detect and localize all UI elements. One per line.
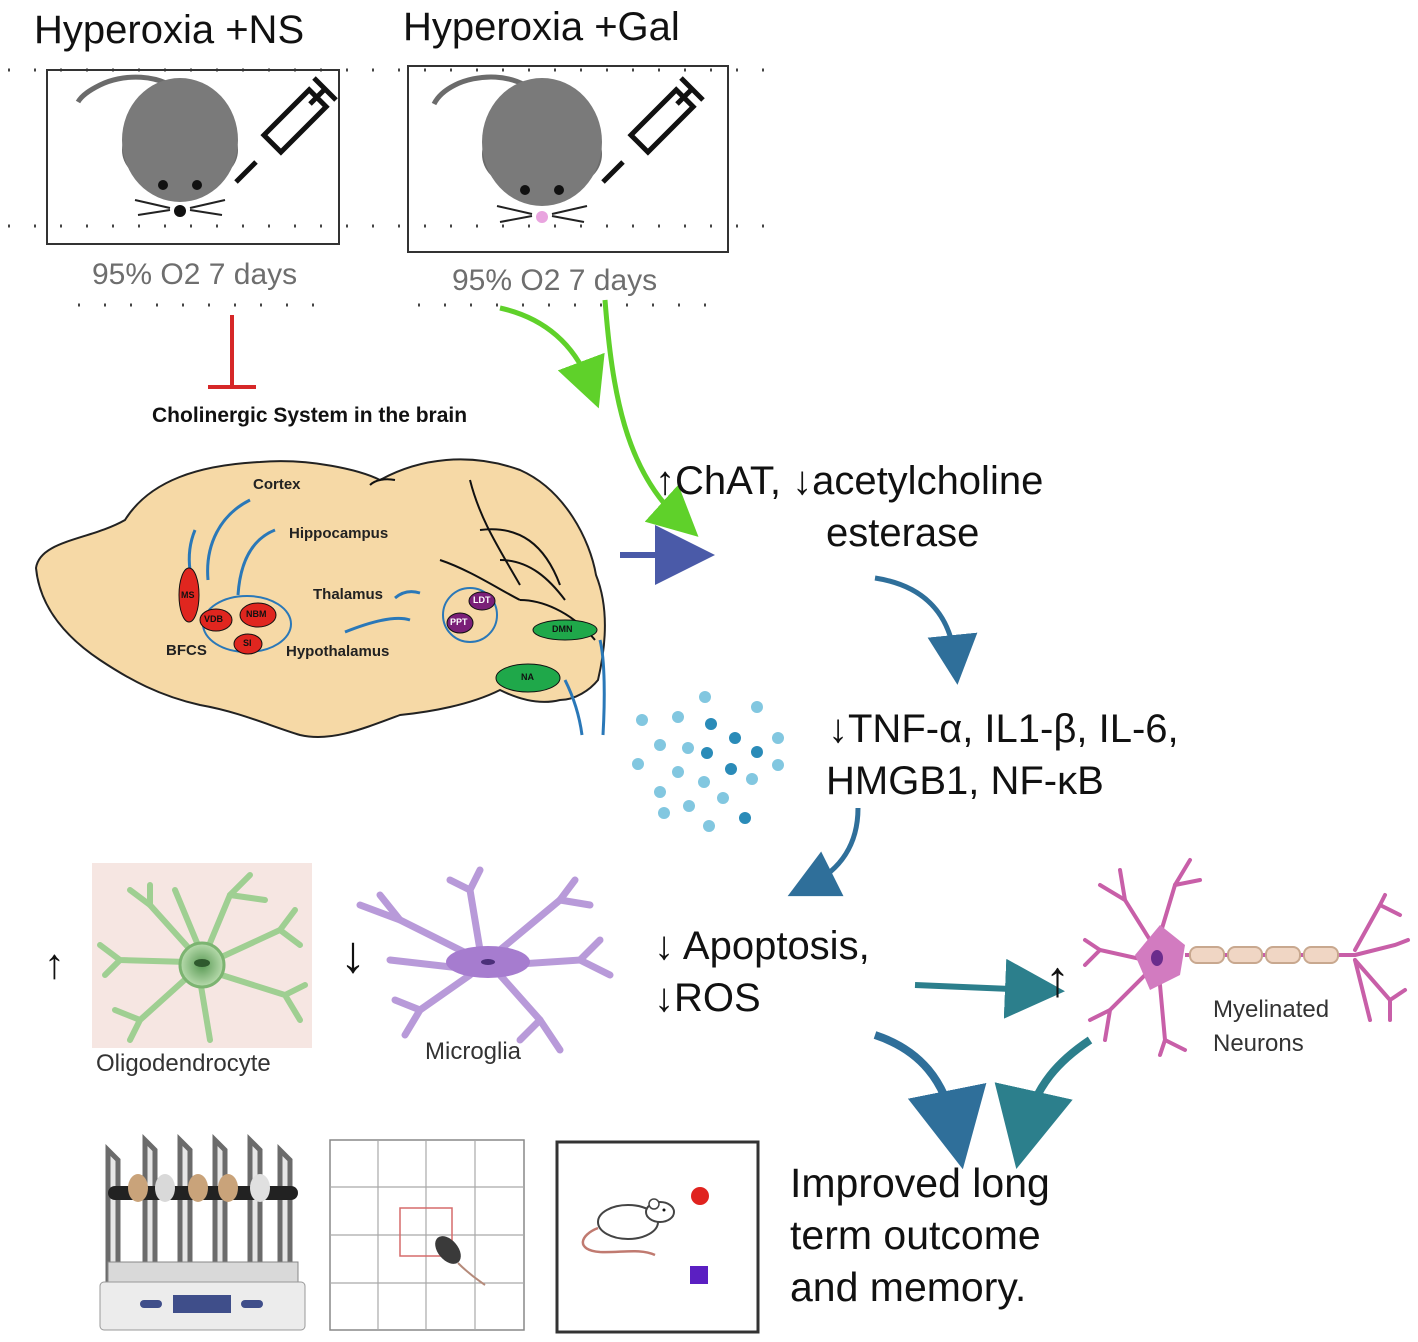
nucleus-label-ppt: PPT — [450, 617, 468, 627]
enzymes-text-line1: ↑ChAT, ↓acetylcholine — [655, 459, 1044, 503]
mouse-box-gal — [407, 65, 729, 253]
arrow-cytokines-to-apoptosis — [787, 807, 861, 897]
arrow-enzymes-to-cytokines — [874, 575, 978, 685]
apoptosis-text-line2: ↓ROS — [654, 976, 761, 1020]
nucleus-label-vdb: VDB — [204, 614, 224, 624]
neuron-up-arrow: ↑ — [1045, 951, 1070, 1007]
dotted-grid — [8, 68, 770, 307]
apoptosis-text-line1: ↓ Apoptosis, — [654, 924, 870, 968]
green-arrow-1 — [499, 305, 605, 409]
brain-label-bfcs: BFCS — [166, 642, 207, 659]
brain-label-hippocampus: Hippocampus — [289, 525, 389, 542]
oligodendrocyte-up-arrow: ↑ — [44, 940, 65, 987]
group-gal-title: Hyperoxia +Gal — [403, 5, 680, 49]
brain-illustration — [34, 458, 606, 739]
inhibition-symbol — [208, 315, 256, 389]
outcome-line3: and memory. — [790, 1264, 1027, 1310]
open-field-illustration — [329, 1139, 525, 1331]
group-ns-title: Hyperoxia +NS — [34, 8, 305, 52]
brain-label-cortex: Cortex — [253, 476, 301, 493]
microglia-down-arrow: ↓ — [340, 926, 366, 984]
nucleus-label-dmn: DMN — [552, 624, 573, 634]
cytokines-text-line2: HMGB1, NF-κB — [826, 759, 1104, 803]
arrow-neurons-to-outcome — [994, 1036, 1093, 1170]
nucleus-label-nbm: NBM — [246, 609, 267, 619]
outcome-line2: term outcome — [790, 1212, 1041, 1258]
brain-label-thalamus: Thalamus — [313, 586, 384, 603]
green-arrow-2 — [602, 299, 699, 537]
oligodendrocyte-illustration — [92, 863, 312, 1048]
arrow-apoptosis-to-neurons — [914, 958, 1065, 1019]
neuron-label-line1: Myelinated — [1213, 996, 1330, 1023]
nucleus-label-ldt: LDT — [473, 595, 491, 605]
nucleus-label-na: NA — [521, 672, 534, 682]
brain-title: Cholinergic System in the brain — [152, 404, 468, 427]
group-gal-duration: 95% O2 7 days — [452, 264, 658, 297]
brain-label-hypothalamus: Hypothalamus — [286, 643, 390, 660]
nucleus-label-si: SI — [243, 638, 252, 648]
neuron-label-line2: Neurons — [1213, 1030, 1304, 1057]
neuron-illustration — [1083, 858, 1410, 1057]
microglia-label: Microglia — [425, 1038, 522, 1065]
outcome-line1: Improved long — [790, 1160, 1050, 1206]
novel-object-illustration — [555, 1140, 760, 1334]
cytokines-text-line1: ↓TNF-α, IL1-β, IL-6, — [828, 707, 1179, 751]
mouse-box-ns — [46, 69, 340, 245]
arrow-apoptosis-to-outcome — [873, 1031, 987, 1170]
group-ns-duration: 95% O2 7 days — [92, 258, 298, 291]
nucleus-label-ms: MS — [181, 590, 195, 600]
rotarod-illustration — [99, 1133, 306, 1331]
oligodendrocyte-label: Oligodendrocyte — [96, 1050, 271, 1077]
cytokine-dots — [632, 691, 784, 832]
enzymes-text-line2: esterase — [826, 511, 980, 555]
